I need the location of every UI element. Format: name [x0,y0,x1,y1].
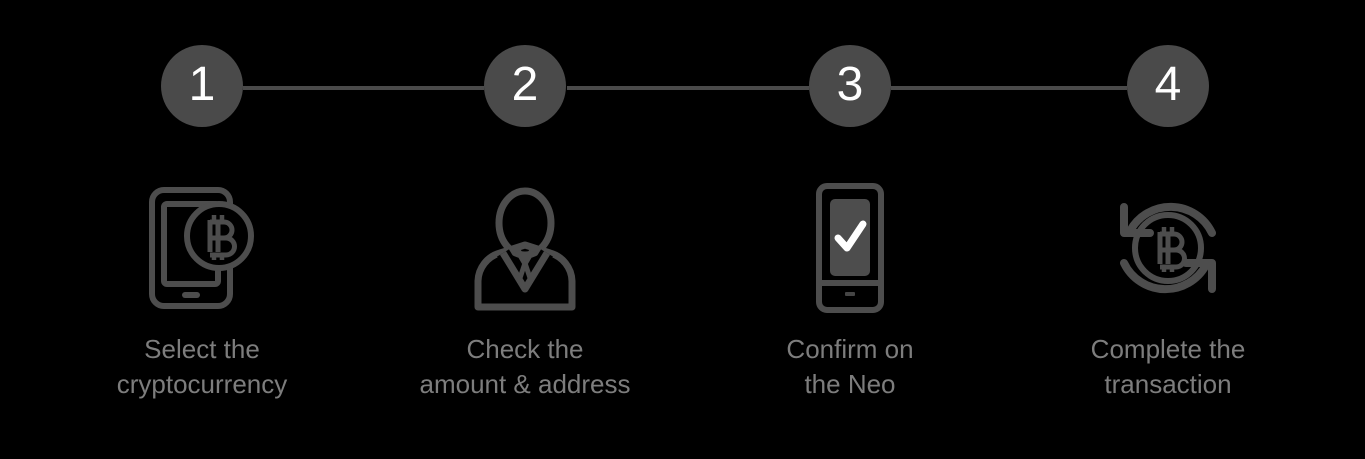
step-2-badge[interactable]: 2 [484,45,566,127]
step-3-caption-line2: the Neo [804,369,896,399]
connector-line-2-3 [567,86,809,90]
step-3-caption: Confirm on the Neo [720,332,980,402]
step-2-caption: Check the amount & address [395,332,655,402]
person-suit-icon [460,182,590,314]
step-1-caption-line1: Select the [144,334,260,364]
connector-line-1-2 [243,86,484,90]
step-2-caption-line1: Check the [466,334,584,364]
step-4-caption: Complete the transaction [1038,332,1298,402]
step-2-caption-line2: amount & address [419,369,631,399]
step-1[interactable]: 1 Select the cryptocurrency [72,0,332,459]
connector-line-3-4 [891,86,1127,90]
phone-bitcoin-icon [137,182,267,314]
step-1-caption: Select the cryptocurrency [72,332,332,402]
device-checkmark-icon [785,182,915,314]
step-4-badge[interactable]: 4 [1127,45,1209,127]
step-2-number: 2 [511,57,539,111]
step-3-caption-line1: Confirm on [786,334,914,364]
step-2[interactable]: 2 Check the amount & address [395,0,655,459]
step-1-number: 1 [188,57,216,111]
step-4-number: 4 [1154,57,1182,111]
step-1-caption-line2: cryptocurrency [116,369,288,399]
step-3[interactable]: 3 Confirm on the Neo [720,0,980,459]
step-4-caption-line2: transaction [1104,369,1232,399]
step-3-number: 3 [836,57,864,111]
step-1-badge[interactable]: 1 [161,45,243,127]
step-4[interactable]: 4 Complete the transaction [1038,0,1298,459]
step-4-caption-line1: Complete the [1090,334,1246,364]
step-3-badge[interactable]: 3 [809,45,891,127]
bitcoin-refresh-icon [1103,182,1233,314]
